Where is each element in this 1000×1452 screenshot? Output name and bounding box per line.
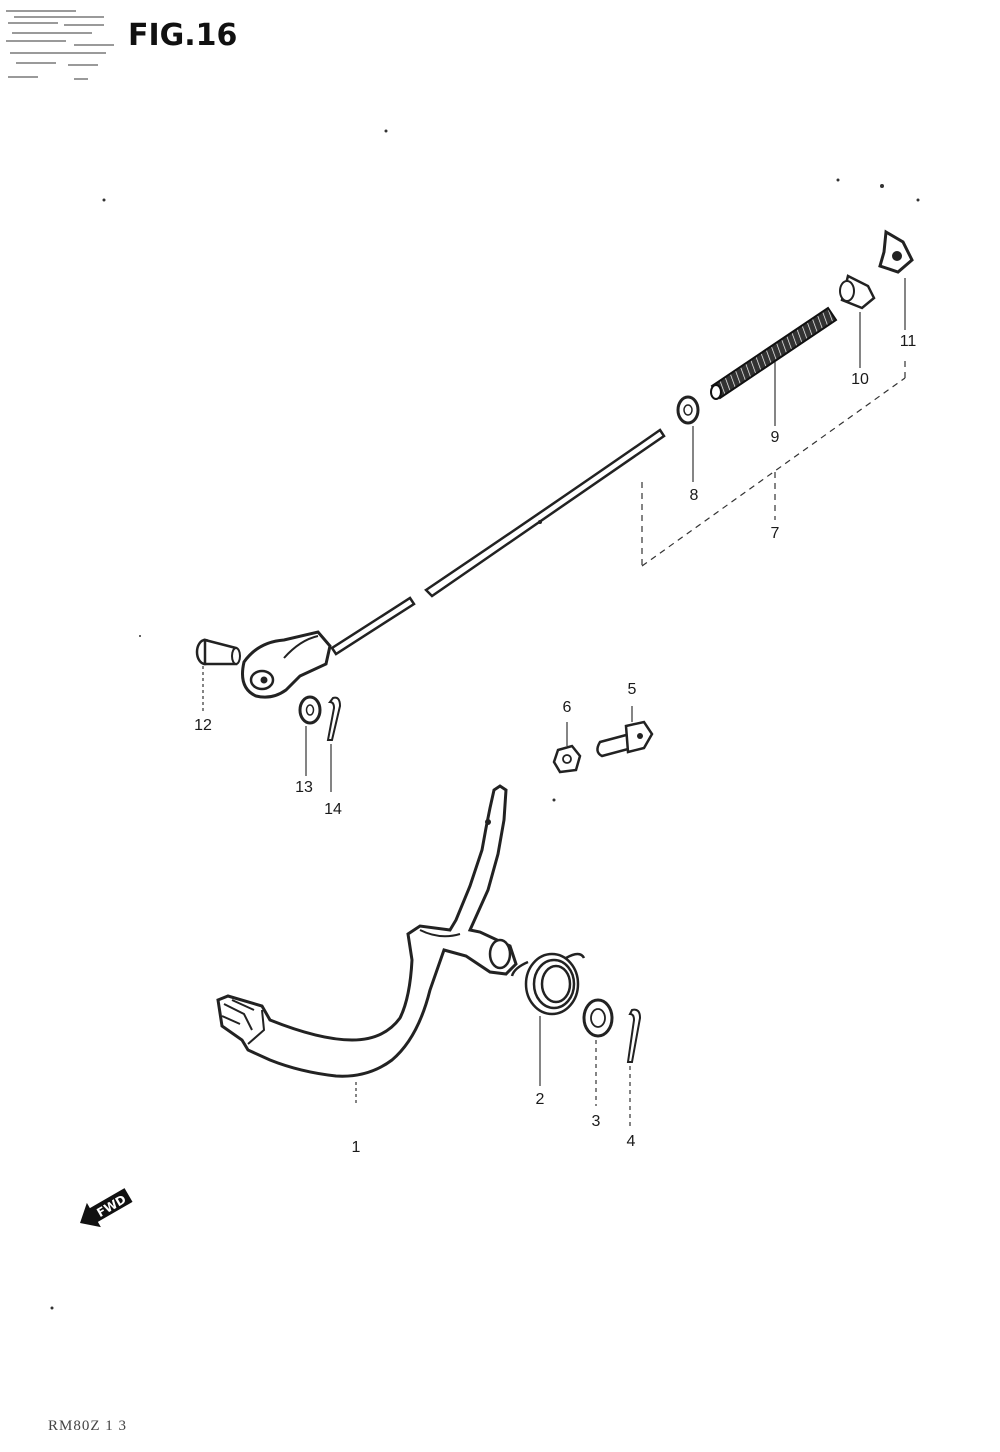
callout-13: 13 bbox=[295, 779, 313, 796]
callout-7: 7 bbox=[770, 525, 780, 542]
part-5-bolt bbox=[596, 720, 654, 758]
part-8-washer bbox=[676, 395, 700, 425]
part-6-nut bbox=[552, 744, 582, 774]
leader-7 bbox=[641, 360, 906, 567]
callout-11: 11 bbox=[899, 333, 917, 350]
callout-12: 12 bbox=[194, 717, 212, 734]
callout-1: 1 bbox=[351, 1139, 361, 1156]
part-3-washer bbox=[582, 998, 614, 1038]
callout-4: 4 bbox=[626, 1133, 636, 1150]
part-13-washer bbox=[298, 695, 322, 725]
scan-dots bbox=[50, 129, 920, 1310]
part-9-threaded-rod bbox=[710, 306, 838, 400]
callout-3: 3 bbox=[591, 1113, 601, 1130]
callout-14: 14 bbox=[324, 801, 342, 818]
callout-2: 2 bbox=[535, 1091, 545, 1108]
callout-10: 10 bbox=[851, 371, 869, 388]
callout-5: 5 bbox=[627, 681, 637, 698]
footer-code: RM80Z 1 3 bbox=[48, 1418, 128, 1434]
part-11-nut bbox=[878, 229, 914, 274]
fwd-arrow-icon: FWD bbox=[80, 1188, 133, 1228]
part-12-clevis-pin bbox=[195, 638, 241, 666]
callout-6: 6 bbox=[562, 699, 572, 716]
part-2-return-spring bbox=[510, 952, 586, 1016]
part-14-cotter-pin bbox=[326, 696, 342, 741]
part-4-cotter-pin bbox=[626, 1008, 642, 1063]
part-1-brake-pedal bbox=[216, 784, 518, 1078]
callout-8: 8 bbox=[689, 487, 699, 504]
scan-noise-block bbox=[6, 10, 114, 80]
part-10-collar bbox=[839, 274, 876, 310]
figure-title: FIG.16 bbox=[128, 18, 238, 53]
part-7-brake-rod bbox=[241, 428, 666, 699]
callout-9: 9 bbox=[770, 429, 780, 446]
